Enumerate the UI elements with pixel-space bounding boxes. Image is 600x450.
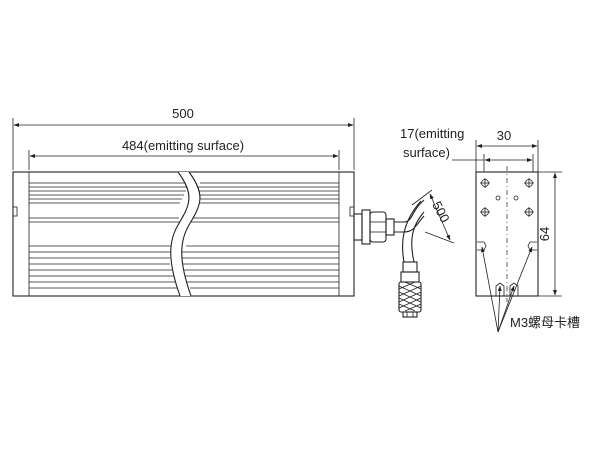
screw-hole-top-left <box>480 178 490 188</box>
side-view: 17(emitting surface) 30 <box>400 126 580 333</box>
emitting-width-label-line2: surface) <box>403 145 450 160</box>
nut-slot-right <box>527 241 537 251</box>
side-body <box>475 166 539 302</box>
nut-slot-bottom-right <box>509 282 519 296</box>
nut-slot-bottom-left <box>495 282 505 296</box>
screw-hole-mid-right <box>524 207 534 217</box>
cable-gland <box>353 209 395 245</box>
dimension-emitting-width <box>452 154 534 172</box>
m8-connector <box>398 261 422 318</box>
dimension-cable-length: 500 <box>411 189 455 244</box>
overall-length-label: 500 <box>172 106 194 121</box>
upper-fins <box>29 182 339 223</box>
cable-length-label: 500 <box>429 199 452 225</box>
break-line <box>170 171 201 297</box>
screw-hole-top-right <box>524 178 534 188</box>
dimension-emitting-length: 484(emitting surface) <box>28 138 340 170</box>
lower-fins <box>29 245 339 289</box>
dimension-overall-length: 500 <box>12 106 355 170</box>
small-holes <box>495 195 519 201</box>
side-height-label: 64 <box>537 227 552 241</box>
dimension-side-width: 30 <box>475 128 539 172</box>
screw-hole-mid-left <box>480 207 490 217</box>
emitting-width-label-line1: 17(emitting <box>400 126 464 141</box>
knurl-pattern <box>398 281 422 312</box>
dimension-side-height: 64 <box>537 171 562 297</box>
emitting-length-label: 484(emitting surface) <box>122 138 244 153</box>
side-width-label: 30 <box>497 128 511 143</box>
front-view: 500 484(emitting surface) <box>12 106 455 318</box>
cable <box>394 199 425 263</box>
slot-leader-lines <box>481 246 533 333</box>
m3-nut-slot-label: M3螺母卡槽 <box>510 315 580 330</box>
nut-slot-left <box>477 241 487 251</box>
